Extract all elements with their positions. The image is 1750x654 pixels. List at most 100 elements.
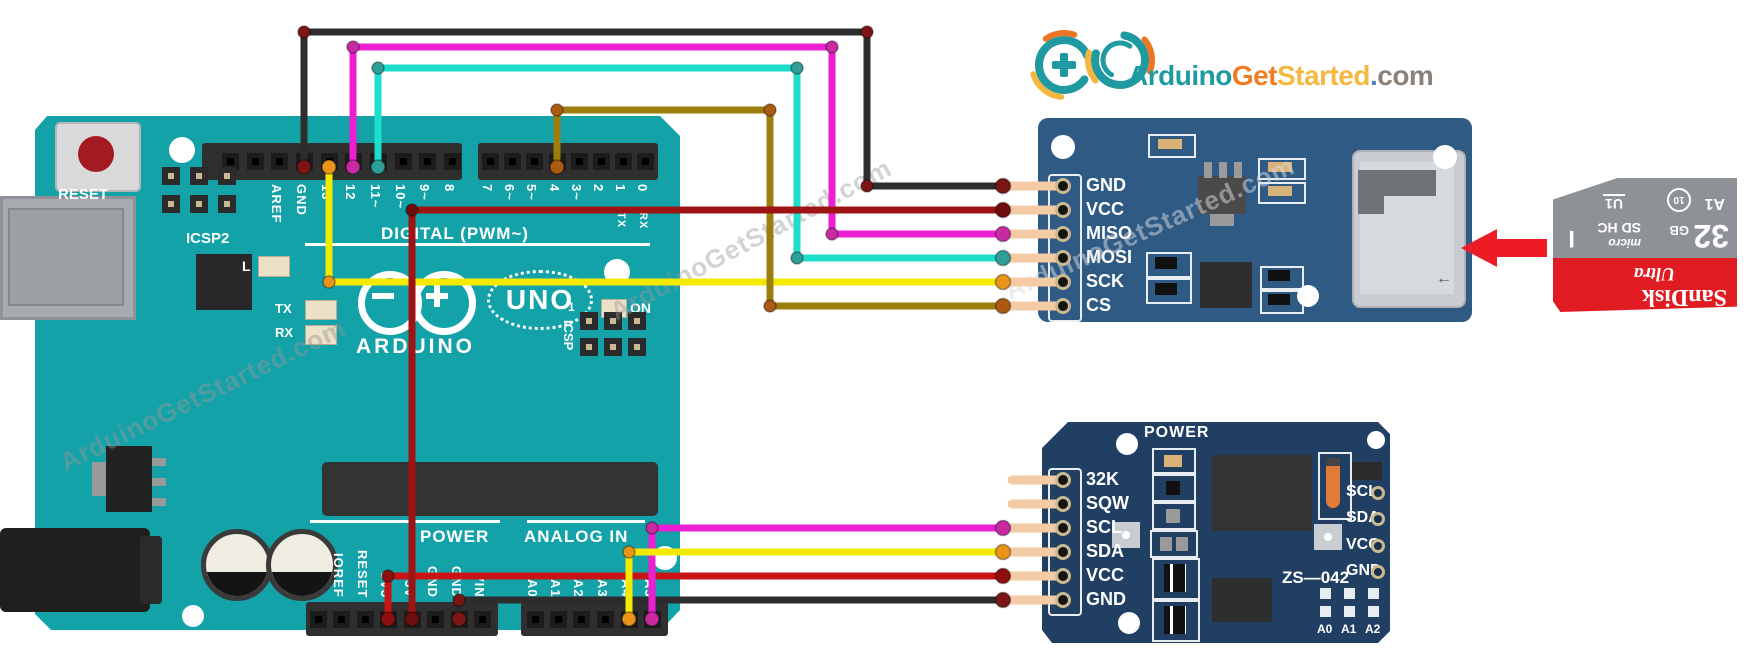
minus-icon: [372, 293, 394, 299]
digital-caption: DIGITAL (PWM~): [381, 224, 529, 243]
rtc-pin-label-VCC: VCC: [1086, 565, 1125, 585]
pin-hole: [637, 153, 654, 170]
rtc-right-pin-label-GND: GND: [1346, 562, 1382, 579]
voltage-regulator-leg: [152, 478, 166, 486]
rtc-right-pin-label-VCC: VCC: [1346, 536, 1380, 553]
site-logo-text: ArduinoGetStarted.com: [1128, 60, 1434, 92]
sd-pin-label-MOSI: MOSI: [1086, 247, 1133, 267]
smd-component: [1152, 502, 1196, 530]
pin-hole: [370, 153, 387, 170]
led-rx: [305, 325, 337, 345]
smd-body: [1158, 139, 1182, 149]
pin-hole: [247, 153, 264, 170]
pin-hole: [504, 153, 521, 170]
power-pin-label-3V3-2: 3V3: [378, 571, 393, 598]
card-gray-band: 32 GB A1 10 micro SD HC I U1: [1553, 178, 1737, 258]
wire-gnd-sd-bend-dot: [297, 25, 311, 39]
pin-hole: [621, 610, 638, 628]
smd-resistor: [1148, 134, 1196, 158]
led-l-label: L: [242, 258, 251, 274]
slot-insert-arrow-icon: ←: [1436, 270, 1452, 287]
wire-mosi-bend-dot: [790, 61, 804, 75]
analog-pin-label-A4: A4: [619, 579, 634, 598]
pin-hole: [333, 610, 350, 628]
digital-pin-label-11: 11~: [368, 184, 383, 209]
icsp-pin: [218, 195, 236, 213]
pin-hole: [571, 153, 588, 170]
pin-hole: [380, 610, 397, 628]
icsp-pin-pad: [586, 318, 592, 324]
rtc-right-pin-label-SDA: SDA: [1346, 509, 1380, 526]
pin-header-body: [1164, 606, 1186, 634]
icsp-pin: [190, 195, 208, 213]
sd-pin-label-MISO: MISO: [1086, 223, 1133, 243]
logo-com: com: [1377, 60, 1434, 91]
mounting-hole: [653, 546, 677, 570]
sd-module-hole: [1051, 135, 1075, 159]
icsp-pin-pad: [610, 344, 616, 350]
rtc-power-led: [1152, 448, 1196, 474]
power-pin-label-RESET-1: RESET: [355, 549, 370, 598]
led-tx-label: TX: [275, 301, 292, 316]
plus-icon-v: [434, 285, 440, 307]
transistor-leg: [1204, 162, 1212, 178]
insert-arrow-icon: [1461, 229, 1551, 267]
mounting-hole: [182, 605, 204, 627]
analog-pin-label-A2: A2: [571, 579, 586, 598]
smd-component: [1152, 474, 1196, 502]
icsp-pin-pad: [196, 173, 202, 179]
capacitor-stripe: [206, 572, 268, 596]
card-capacity: 32: [1693, 218, 1729, 254]
address-pad: [1344, 606, 1355, 617]
card-type-label: SD HC: [1597, 220, 1641, 236]
icsp-pin-pad: [196, 201, 202, 207]
capacitor: [201, 529, 273, 601]
logo-arduino: Arduino: [1128, 60, 1232, 91]
power-jack: [0, 528, 150, 612]
eeprom-chip: [1212, 578, 1272, 622]
power-pin-label-IOREF-0: IOREF: [331, 553, 346, 598]
digital-pin-label-0: 0: [635, 184, 650, 193]
sd-pin-strip: [1048, 174, 1082, 322]
pin-hole: [357, 610, 374, 628]
rtc-pin-label-32K: 32K: [1086, 469, 1120, 489]
digital-pin-label-7: 7: [480, 184, 495, 193]
wire-vcc-sd-end-dot: [994, 201, 1012, 219]
wire-gnd-rtc-end-dot: [994, 591, 1012, 609]
pin-hole: [451, 610, 468, 628]
transistor-leg: [1234, 162, 1242, 178]
smd-resistor: [1258, 158, 1306, 180]
pin-hole: [549, 153, 566, 170]
logo-get: Get: [1231, 60, 1278, 91]
rtc-pin-label-SQW: SQW: [1086, 493, 1129, 513]
card-micro-label: micro: [1608, 236, 1641, 250]
smd-body: [1268, 294, 1290, 305]
smd-resistor: [1258, 182, 1306, 204]
sd-module-hole: [1433, 145, 1457, 169]
capacitor-stripe: [271, 572, 333, 596]
icsp-pin-pad: [168, 201, 174, 207]
digital-pin-label-9: 9~: [417, 184, 432, 201]
wire-cs-bend-dot: [763, 299, 777, 313]
digital-pin-label-4: 4: [547, 184, 562, 193]
power-pin-label-GND-5: GND: [449, 566, 464, 598]
pin-hole: [474, 610, 491, 628]
icsp-pin-pad: [168, 173, 174, 179]
icsp-pin: [190, 167, 208, 185]
rtc-module-hole: [1118, 612, 1140, 634]
rtc-pin-label-GND: GND: [1086, 589, 1126, 609]
rtc-power-caption: POWER: [1144, 424, 1210, 441]
card-brand: SanDisk: [1641, 284, 1727, 310]
usb-connector-face: [8, 208, 124, 306]
icsp2-label: ICSP2: [186, 230, 230, 247]
icsp-pin-pad: [634, 344, 640, 350]
wire-miso-bend-dot: [825, 227, 839, 241]
serial-rx-marker: RX: [637, 212, 649, 230]
logo-dot: .: [1369, 60, 1378, 91]
sandisk-card: SanDisk Ultra 32 GB A1 10 micro SD HC I …: [1553, 178, 1737, 312]
analog-pin-label-A3: A3: [595, 579, 610, 598]
ds3231-chip: [1212, 455, 1312, 531]
wire-scl-end-dot: [994, 519, 1012, 537]
led-tx: [305, 300, 337, 320]
